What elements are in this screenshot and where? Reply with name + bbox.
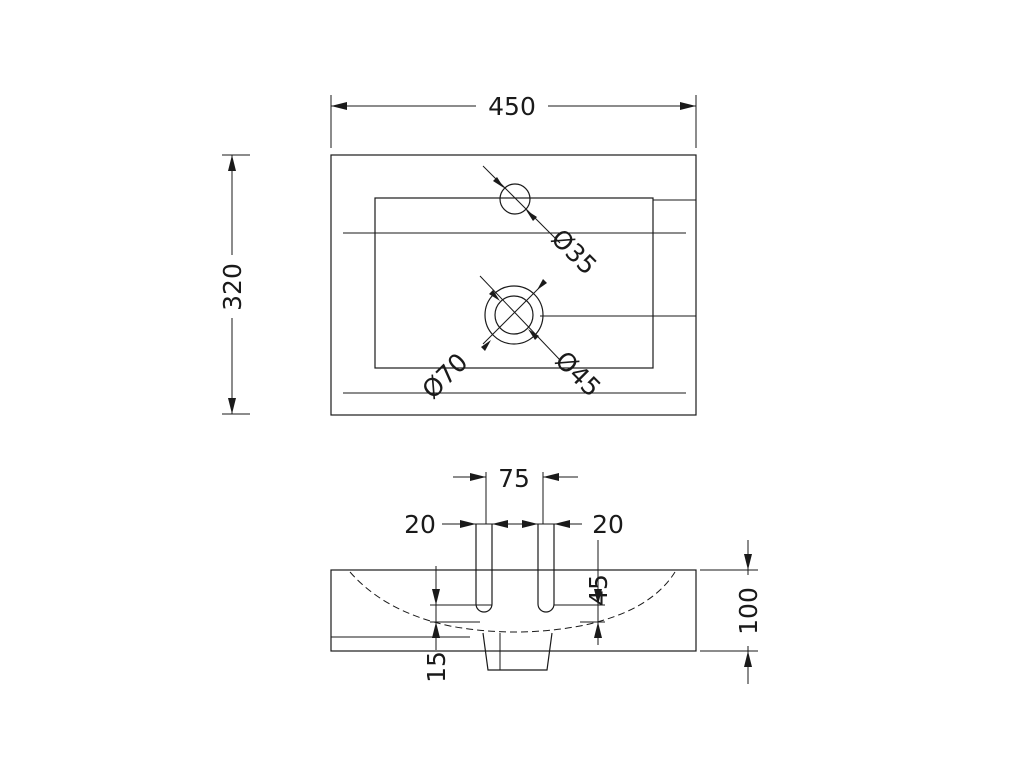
left-offset-arrow-left <box>460 520 476 528</box>
left-offset-arrow-right <box>492 520 508 528</box>
right-offset-arrow-left <box>522 520 538 528</box>
basin-outline-side <box>330 569 697 652</box>
tap-spacing-label: 75 <box>498 464 530 493</box>
width-label: 450 <box>488 92 536 121</box>
tap-hole-leader <box>482 165 561 244</box>
base-thickness-label: 15 <box>422 651 451 683</box>
width-arrow-right <box>680 102 696 110</box>
tap-hole-arrow-lower <box>526 210 537 221</box>
tap-hole <box>499 183 531 215</box>
waste-arrow-bottom-left <box>481 340 491 351</box>
right-offset-arrow-right <box>554 520 570 528</box>
right-offset-label: 20 <box>592 510 624 539</box>
bowl-profile <box>349 571 676 633</box>
width-arrow-left <box>331 102 347 110</box>
waste-outer-ring <box>484 285 544 345</box>
waste-outlet <box>482 632 553 671</box>
base-arrow-bottom <box>432 622 440 638</box>
tap-tube-left <box>475 524 493 613</box>
waste-inner-ring <box>494 295 534 335</box>
left-offset-label: 20 <box>404 510 436 539</box>
height-arrow-bottom <box>744 651 752 667</box>
waste-leader <box>479 275 561 361</box>
tap-tube-right <box>537 524 555 613</box>
top-view: 450 320 Ø35 Ø70 Ø45 <box>218 92 697 416</box>
depth-label: 320 <box>218 263 247 311</box>
total-height-label: 100 <box>734 587 763 635</box>
waste-arrow-bottom-right <box>528 329 539 340</box>
tap-hole-diameter-label: Ø35 <box>546 224 603 281</box>
height-arrow-top <box>744 554 752 570</box>
depth-arrow-bottom <box>228 398 236 414</box>
base-arrow-top <box>432 589 440 605</box>
spacing-arrow-right <box>543 473 559 481</box>
side-view: 75 20 20 45 100 15 <box>330 464 763 684</box>
overflow-arrow-bottom <box>594 622 602 638</box>
tap-hole-arrow-upper <box>493 177 504 188</box>
depth-arrow-top <box>228 155 236 171</box>
waste-inner-diameter-label: Ø45 <box>550 346 607 403</box>
basin-outline-top <box>330 154 697 416</box>
waste-cross <box>482 281 546 345</box>
overflow-arrow-top <box>594 589 602 605</box>
overflow-height-label: 45 <box>584 574 613 606</box>
waste-arrow-top-left <box>489 290 500 301</box>
waste-outer-diameter-label: Ø70 <box>417 348 474 405</box>
bowl-outline-top <box>374 197 654 369</box>
waste-arrow-top-right <box>537 279 547 290</box>
spacing-arrow-left <box>470 473 486 481</box>
